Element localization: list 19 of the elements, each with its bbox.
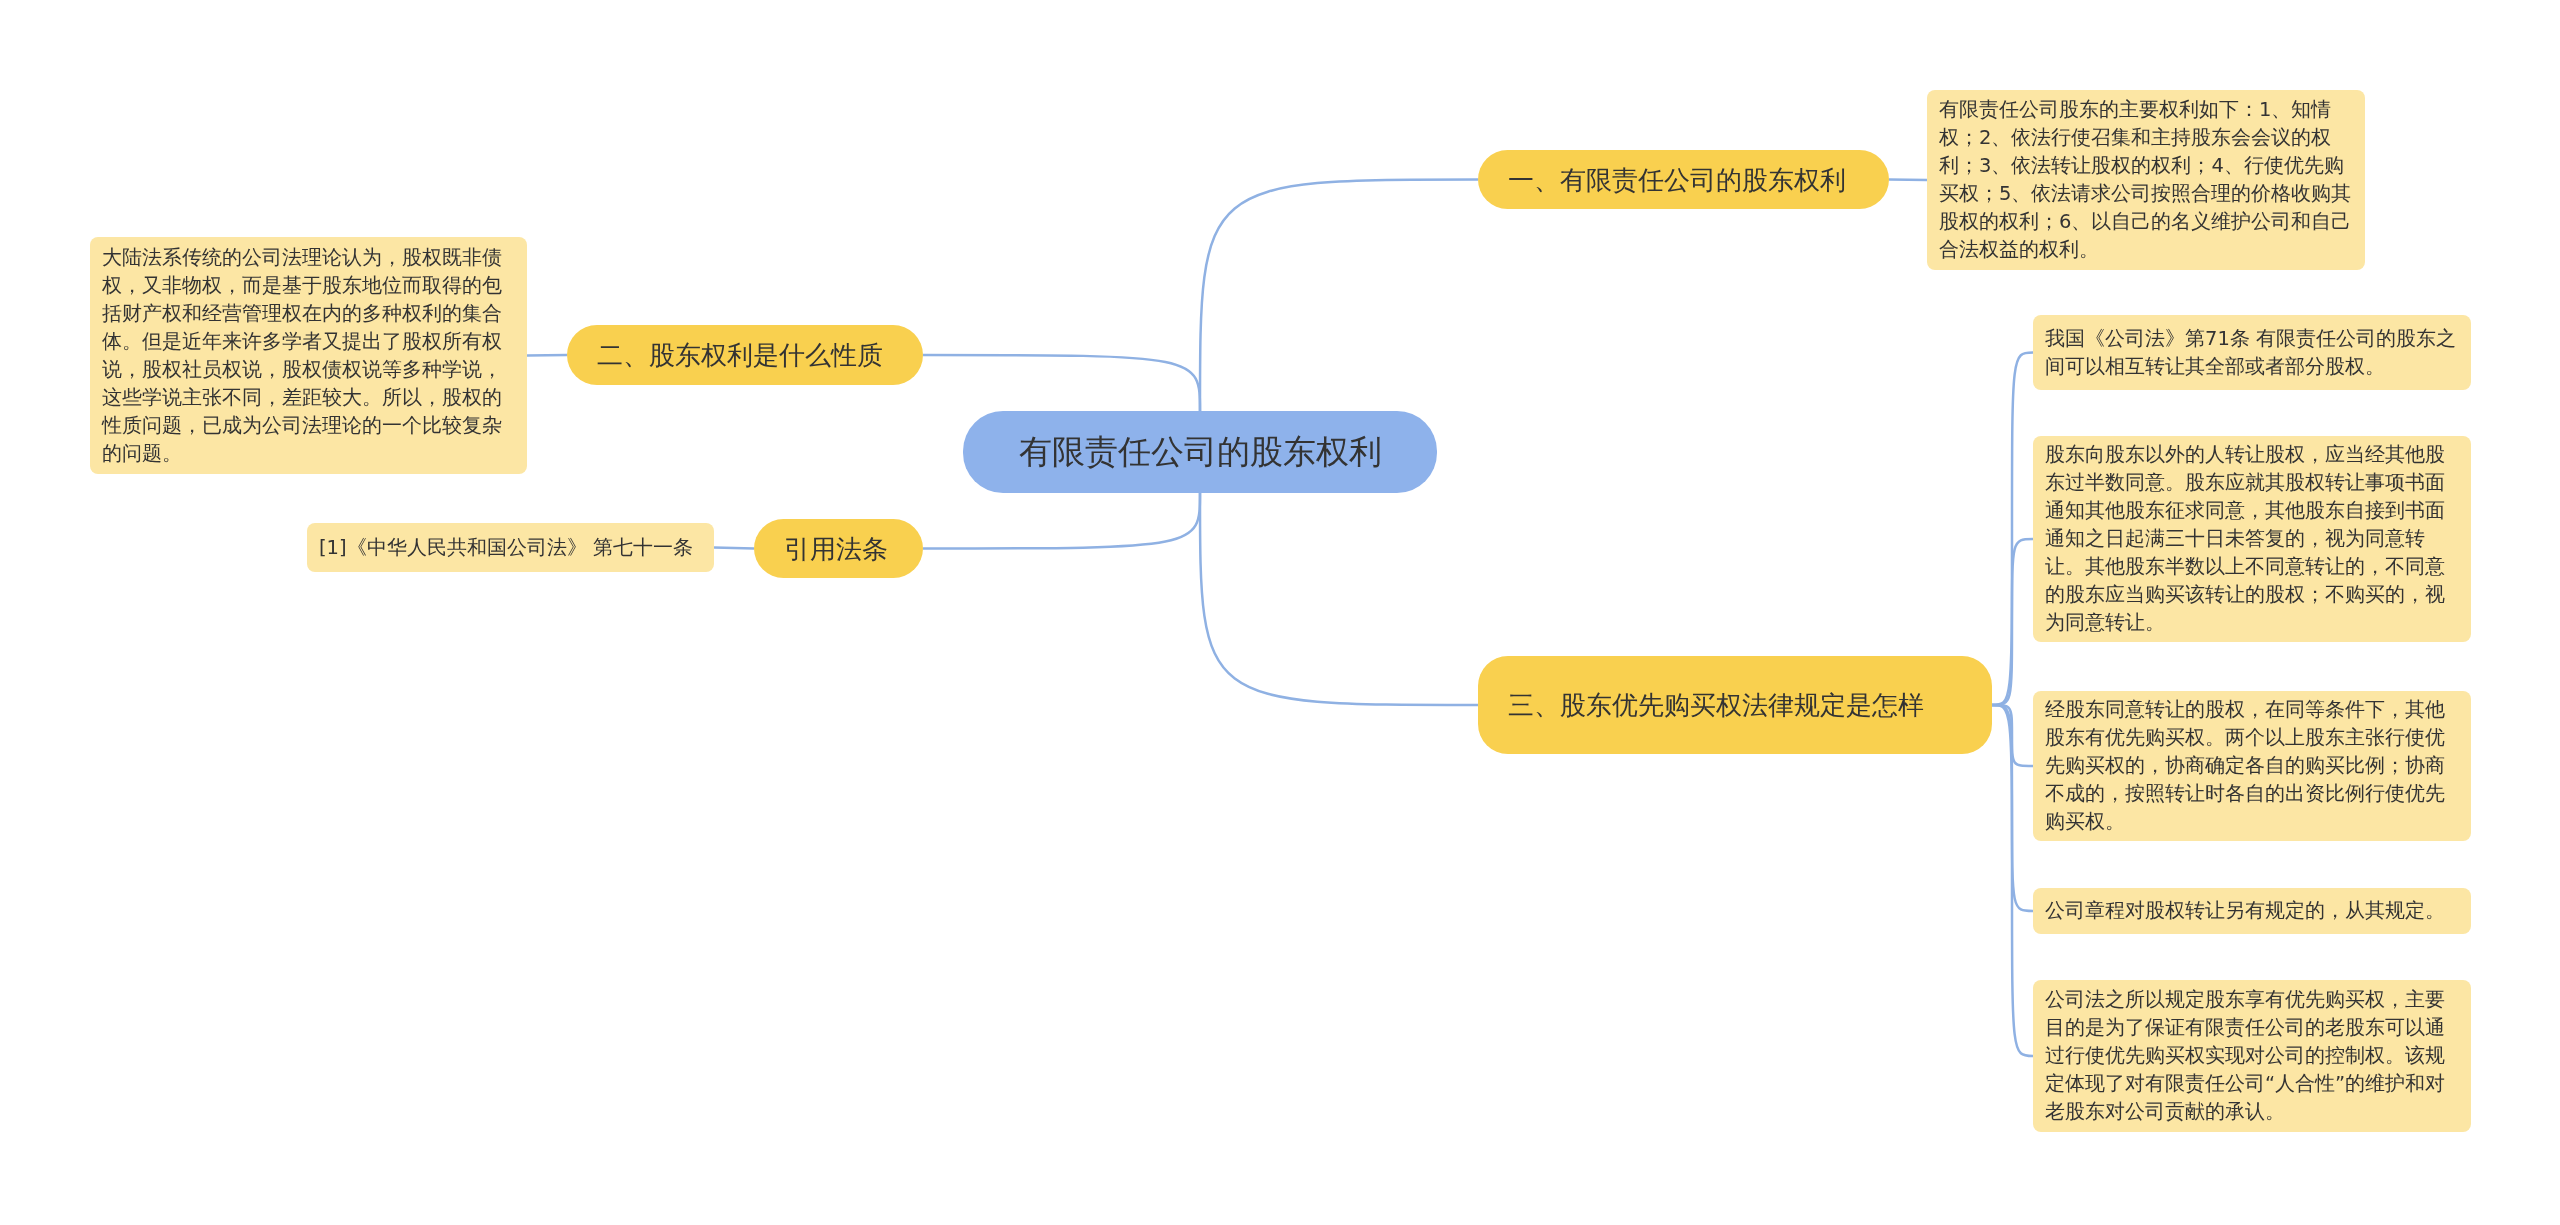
note-box: 大陆法系传统的公司法理论认为，股权既非债权，又非物权，而是基于股东地位而取得的包括财产权和经营管理权在内的多种权利的集合体。但是近年来许多学者又提出了股权所有权说，股权社员权说，股权债权说等多种学说，这些学说主张不同，差距较大。所以，股权的性质问题，已成为公司法理论的一个比较复杂的问题。 xyxy=(90,237,527,474)
central-topic: 有限责任公司的股东权利 xyxy=(963,411,1437,493)
topic-box: 三、股东优先购买权法律规定是怎样 xyxy=(1478,656,1992,754)
note-box: 有限责任公司股东的主要权利如下：1、知情权；2、依法行使召集和主持股东会会议的权利；3、依法转让股权的权利；4、行使优先购买权；5、依法请求公司按照合理的价格收购其股权的权利；6、以自己的名义维护公司和自己合法权益的权利。 xyxy=(1927,90,2365,270)
topic-box: 二、股东权利是什么性质 xyxy=(567,325,923,385)
connector-line xyxy=(527,353,567,357)
note-box: [1]《中华人民共和国公司法》 第七十一条 xyxy=(307,523,714,572)
connector-line xyxy=(713,546,755,550)
connector-line xyxy=(1198,493,1478,707)
note-box: 股东向股东以外的人转让股权，应当经其他股东过半数同意。股东应就其股权转让事项书面通知其他股东征求同意，其他股东自接到书面通知之日起满三十日未答复的，视为同意转让。其他股东半数以上不同意转让的，不同意的股东应当购买该转让的股权；不购买的，视为同意转让。 xyxy=(2033,436,2471,642)
connector-line xyxy=(1889,178,1927,182)
note-box: 我国《公司法》第71条 有限责任公司的股东之间可以相互转让其全部或者部分股权。 xyxy=(2033,315,2471,390)
topic-box: 一、有限责任公司的股东权利 xyxy=(1478,150,1889,209)
note-box: 公司法之所以规定股东享有优先购买权，主要目的是为了保证有限责任公司的老股东可以通过行使优先购买权实现对公司的控制权。该规定体现了对有限责任公司“人合性”的维护和对老股东对公司贡献的承认。 xyxy=(2033,980,2471,1132)
topic-box: 引用法条 xyxy=(754,519,923,578)
note-box: 经股东同意转让的股权，在同等条件下，其他股东有优先购买权。两个以上股东主张行使优先购买权的，协商确定各自的购买比例；协商不成的，按照转让时各自的出资比例行使优先购买权。 xyxy=(2033,691,2471,841)
connector-line xyxy=(1991,703,2034,1058)
connector-line xyxy=(923,353,1202,411)
note-box: 公司章程对股权转让另有规定的，从其规定。 xyxy=(2033,888,2471,934)
